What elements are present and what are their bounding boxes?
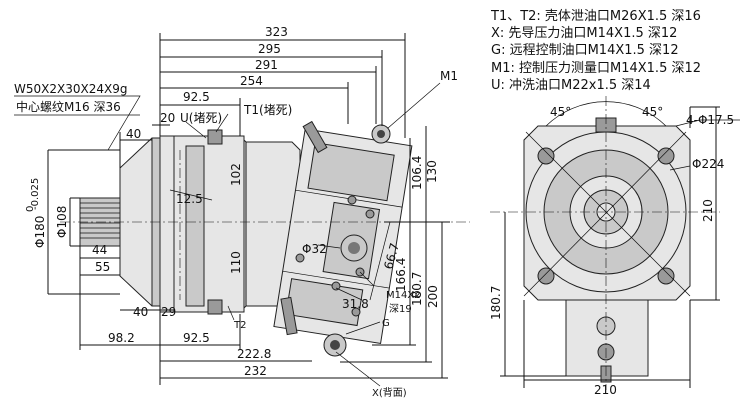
dim-295: 295	[258, 42, 281, 56]
port-t2-label: T2	[233, 320, 246, 331]
t1-boss	[207, 129, 223, 145]
dim-phi180: Φ180	[33, 216, 47, 248]
dim-31-8: 31.8	[342, 297, 369, 311]
note-t1-t2: T1、T2: 壳体泄油口M26X1.5 深16	[491, 9, 701, 24]
dim-110: 110	[229, 251, 243, 274]
mount-hole-tr	[657, 147, 675, 165]
dim-phi180-tol-upper: 0	[25, 206, 36, 212]
port-g-label: G	[382, 318, 390, 329]
side-dimension-lines	[14, 33, 450, 387]
front-holes-label: 4-Φ17.5	[686, 113, 734, 127]
front-housing-block	[173, 135, 245, 313]
dim-254: 254	[240, 74, 263, 88]
t2-boss	[207, 299, 223, 315]
port-thread-label: M14X2	[386, 290, 421, 301]
dim-phi180-tol-lower: -0.025	[30, 178, 41, 210]
note-x: X: 先导压力油口M14X1.5 深12	[491, 26, 678, 42]
front-dim-210-vertical: 210	[701, 199, 715, 222]
dim-102: 102	[229, 163, 243, 186]
front-dimension-lines	[490, 96, 740, 390]
dim-40-bottom: 40	[133, 305, 148, 319]
dim-222-8: 222.8	[237, 347, 271, 361]
dim-92-5-bottom: 92.5	[183, 331, 210, 345]
dim-291: 291	[255, 58, 278, 72]
dim-166-4: 166.4	[394, 258, 408, 292]
port-depth-label: 深19	[389, 303, 412, 315]
thread-label: 中心螺纹M16 深36	[16, 99, 121, 114]
dim-92-5-top: 92.5	[183, 90, 210, 104]
dim-phi108: Φ108	[55, 206, 69, 238]
control-block-front	[565, 299, 649, 377]
dim-106-4: 106.4	[410, 156, 424, 190]
dim-44: 44	[92, 243, 107, 257]
m1-port-inner	[377, 130, 385, 138]
main-port-inner	[348, 242, 360, 254]
mount-hole-bl	[537, 267, 555, 285]
dim-232: 232	[244, 364, 267, 378]
spline-teeth	[80, 202, 120, 239]
bolt-4	[331, 281, 341, 291]
port-x-label: X(背面)	[372, 386, 407, 399]
front-angle-left: 45°	[550, 105, 571, 119]
note-g: G: 远程控制油口M14X1.5 深12	[491, 43, 679, 59]
mount-hole-br	[657, 267, 675, 285]
port-u-label: U(堵死)	[180, 111, 222, 125]
dim-55: 55	[95, 260, 110, 274]
front-view-pump	[523, 117, 691, 383]
dim-200: 200	[426, 285, 440, 308]
dim-66-7: 66.7	[381, 241, 401, 270]
note-m1: M1: 控制压力测量口M14X1.5 深12	[491, 60, 702, 76]
g-port-inner	[330, 340, 340, 350]
port-m1-label: M1	[440, 69, 458, 83]
port-t1-label: T1(堵死)	[243, 103, 292, 117]
housing-band	[185, 145, 205, 307]
dim-98-2: 98.2	[108, 331, 135, 345]
front-phi224: Φ224	[692, 157, 724, 171]
dim-40-top: 40	[126, 127, 141, 141]
dim-180-7-side: 180.7	[410, 272, 424, 306]
dim-130: 130	[425, 160, 439, 183]
legend-notes: T1、T2: 壳体泄油口M26X1.5 深16 X: 先导压力油口M14X1.5…	[491, 8, 749, 94]
dim-29: 29	[161, 305, 176, 319]
spline-label: W50X2X30X24X9g	[14, 82, 127, 96]
lower-adjuster	[280, 296, 298, 336]
dim-20: 20	[160, 111, 175, 125]
front-dim-180-7: 180.7	[489, 286, 503, 320]
upper-adjuster	[302, 120, 328, 154]
bolt-2	[365, 209, 375, 219]
dim-12-5: 12.5	[176, 192, 203, 206]
dim-323: 323	[265, 25, 288, 39]
front-angle-right: 45°	[642, 105, 663, 119]
mount-hole-tl	[537, 147, 555, 165]
note-u: U: 冲洗油口M22x1.5 深14	[491, 77, 651, 93]
dim-phi32: Φ32	[302, 242, 327, 256]
front-dim-210-bottom: 210	[594, 383, 617, 397]
bolt-6	[295, 253, 305, 263]
bolt-1	[347, 195, 357, 205]
bolt-5	[351, 307, 361, 317]
